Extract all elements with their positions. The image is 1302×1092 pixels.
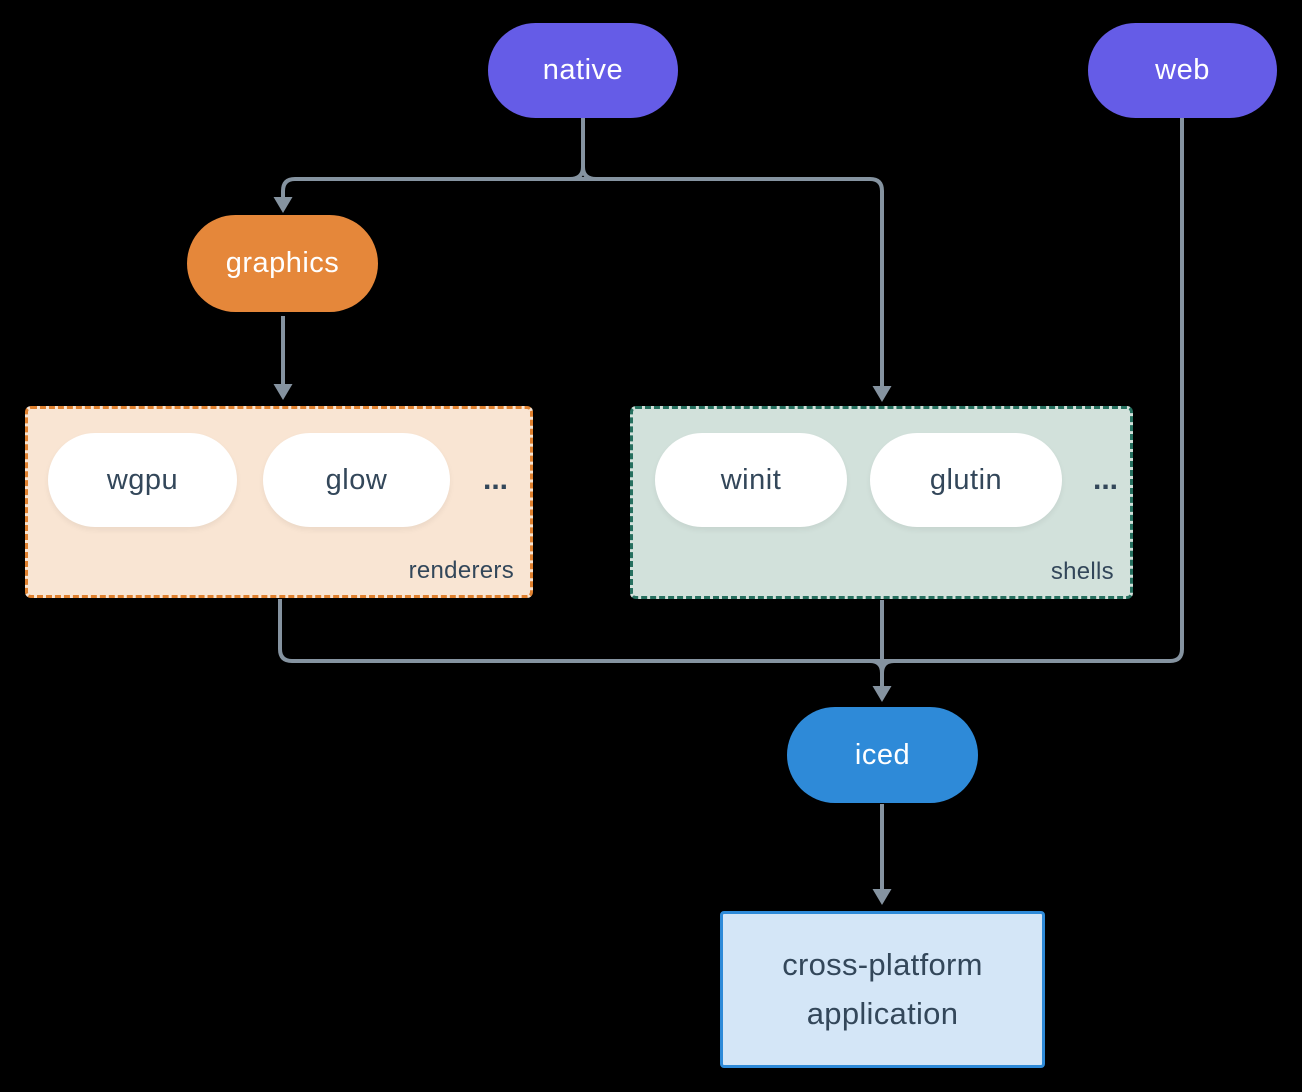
- renderers-group-label: renderers: [408, 557, 514, 584]
- node-web-label: web: [1155, 54, 1210, 86]
- arrowhead-to-app: [872, 889, 892, 905]
- group-shells: winit glutin ... shells: [630, 406, 1133, 599]
- arrowhead-to-renderers: [273, 384, 293, 400]
- node-glutin-label: glutin: [929, 463, 1003, 496]
- arrowhead-to-iced: [872, 686, 892, 702]
- arrowhead-to-graphics: [273, 197, 293, 213]
- node-native-label: native: [542, 54, 624, 86]
- renderers-ellipsis: ...: [482, 463, 508, 496]
- node-graphics-label: graphics: [225, 247, 340, 279]
- node-iced: iced: [787, 707, 978, 803]
- node-web: web: [1088, 23, 1277, 118]
- node-native: native: [488, 23, 678, 118]
- node-app-label: cross-platform application: [782, 947, 983, 1031]
- node-wgpu: wgpu: [48, 433, 237, 527]
- node-glow: glow: [263, 433, 450, 527]
- node-glow-label: glow: [325, 463, 388, 496]
- shells-group-label: shells: [1050, 558, 1114, 585]
- node-winit-label: winit: [720, 463, 782, 496]
- node-glutin: glutin: [870, 433, 1062, 527]
- wire-native-fork: [569, 166, 597, 181]
- wire-junction-fillet-left: [869, 659, 884, 674]
- arrowhead-to-shells: [872, 386, 892, 402]
- wire-junction-fillet-right: [880, 659, 895, 674]
- node-winit: winit: [655, 433, 847, 527]
- node-iced-label: iced: [854, 738, 911, 771]
- node-cross-platform-application: cross-platform application: [720, 911, 1045, 1068]
- node-graphics: graphics: [187, 215, 378, 312]
- shells-ellipsis: ...: [1092, 463, 1118, 496]
- node-wgpu-label: wgpu: [106, 463, 179, 496]
- group-renderers: wgpu glow ... renderers: [25, 406, 533, 598]
